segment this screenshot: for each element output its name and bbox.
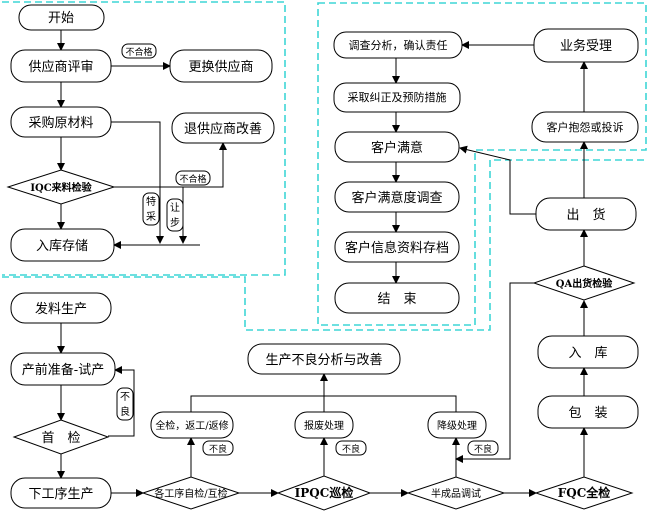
node-self-check: 各工序自检/互检 bbox=[141, 476, 241, 510]
svg-text:良: 良 bbox=[120, 405, 130, 418]
node-complaint: 客户抱怨或投诉 bbox=[531, 111, 639, 143]
node-qa: QA出货检验 bbox=[532, 265, 636, 301]
svg-text:退供应商改善: 退供应商改善 bbox=[184, 121, 262, 137]
svg-text:采: 采 bbox=[146, 211, 156, 223]
node-material-issue: 发料生产 bbox=[10, 292, 112, 324]
node-survey: 客户满意度调查 bbox=[334, 181, 460, 213]
node-defect-analysis: 生产不良分析与改善 bbox=[247, 343, 401, 375]
svg-text:出 货: 出 货 bbox=[566, 207, 605, 223]
node-iqc: IQC来料检验 bbox=[6, 169, 116, 205]
svg-text:客户抱怨或投诉: 客户抱怨或投诉 bbox=[547, 120, 624, 134]
label-special-accept: 特 采 bbox=[142, 192, 160, 226]
svg-text:全检，返工/返修: 全检，返工/返修 bbox=[155, 419, 228, 432]
svg-text:采取纠正及预防措施: 采取纠正及预防措施 bbox=[348, 90, 447, 104]
label-defect-self: 不良 bbox=[202, 440, 234, 456]
node-archive: 客户信息资料存档 bbox=[334, 231, 460, 263]
label-defect-semi: 不良 bbox=[467, 440, 499, 456]
svg-text:入 库: 入 库 bbox=[568, 345, 607, 361]
node-fqc: FQC全检 bbox=[534, 476, 634, 510]
edge-purchase-special bbox=[111, 121, 164, 244]
svg-text:各工序自检/互检: 各工序自检/互检 bbox=[154, 487, 227, 500]
svg-text:QA出货检验: QA出货检验 bbox=[556, 277, 613, 290]
node-scrap: 报废处理 bbox=[294, 411, 354, 439]
svg-text:不良: 不良 bbox=[342, 443, 360, 455]
node-semi-test: 半成品调试 bbox=[406, 476, 506, 510]
svg-text:步: 步 bbox=[170, 217, 180, 229]
svg-text:不合格: 不合格 bbox=[125, 46, 152, 58]
node-downgrade: 降级处理 bbox=[427, 411, 487, 439]
node-replace-supplier: 更换供应商 bbox=[169, 49, 273, 83]
svg-text:首 检: 首 检 bbox=[41, 431, 80, 446]
node-ipqc: IPQC巡检 bbox=[276, 475, 372, 511]
svg-text:发料生产: 发料生产 bbox=[35, 301, 87, 317]
svg-text:结 束: 结 束 bbox=[377, 292, 416, 307]
node-warehouse-in: 入库存储 bbox=[10, 228, 115, 262]
edge-qa-return bbox=[455, 282, 534, 463]
svg-text:下工序生产: 下工序生产 bbox=[28, 487, 93, 502]
node-packing: 包 装 bbox=[537, 395, 639, 429]
svg-text:客户信息资料存档: 客户信息资料存档 bbox=[345, 240, 449, 256]
svg-text:包 装: 包 装 bbox=[568, 406, 607, 421]
label-allow: 让 步 bbox=[166, 198, 184, 232]
svg-text:采购原材料: 采购原材料 bbox=[28, 115, 93, 131]
node-end: 结 束 bbox=[334, 282, 460, 314]
node-start: 开始 bbox=[18, 4, 105, 31]
node-purchase: 采购原材料 bbox=[10, 106, 112, 138]
node-satisfied: 客户满意 bbox=[334, 131, 460, 163]
svg-text:开始: 开始 bbox=[48, 11, 74, 26]
svg-text:IQC来料检验: IQC来料检验 bbox=[30, 181, 92, 194]
edge-iqc-return bbox=[183, 142, 227, 188]
svg-text:更换供应商: 更换供应商 bbox=[188, 59, 253, 75]
label-unqualified-review: 不合格 bbox=[121, 43, 157, 59]
svg-text:IPQC巡检: IPQC巡检 bbox=[295, 485, 354, 500]
label-defect-first: 不 良 bbox=[116, 387, 134, 421]
svg-text:产前准备-试产: 产前准备-试产 bbox=[22, 362, 104, 378]
node-return-supplier: 退供应商改善 bbox=[171, 112, 275, 144]
svg-text:不良: 不良 bbox=[209, 443, 227, 455]
supplier-region bbox=[2, 1, 286, 276]
svg-text:客户满意: 客户满意 bbox=[371, 140, 423, 156]
svg-text:不: 不 bbox=[120, 392, 130, 403]
svg-text:调查分析，确认责任: 调查分析，确认责任 bbox=[349, 38, 448, 52]
node-shipping: 出 货 bbox=[535, 197, 637, 231]
edge-first-defect bbox=[108, 366, 135, 437]
node-stock-in: 入 库 bbox=[537, 335, 639, 369]
svg-text:降级处理: 降级处理 bbox=[437, 419, 477, 432]
svg-text:业务受理: 业务受理 bbox=[560, 38, 612, 54]
svg-text:让: 让 bbox=[170, 202, 180, 214]
svg-text:供应商评审: 供应商评审 bbox=[28, 59, 93, 75]
label-unqualified-iqc: 不合格 bbox=[175, 170, 211, 186]
node-rework: 全检，返工/返修 bbox=[150, 411, 234, 439]
node-corrective: 采取纠正及预防措施 bbox=[333, 82, 461, 113]
svg-text:半成品调试: 半成品调试 bbox=[431, 487, 481, 500]
svg-text:客户满意度调查: 客户满意度调查 bbox=[351, 190, 442, 206]
svg-text:入库存储: 入库存储 bbox=[36, 238, 88, 254]
svg-text:生产不良分析与改善: 生产不良分析与改善 bbox=[265, 352, 382, 368]
svg-text:特: 特 bbox=[146, 196, 156, 208]
label-defect-ipqc: 不良 bbox=[335, 440, 367, 456]
node-supplier-review: 供应商评审 bbox=[10, 49, 112, 83]
node-pre-production: 产前准备-试产 bbox=[10, 352, 116, 386]
svg-text:不合格: 不合格 bbox=[179, 173, 206, 185]
node-investigate: 调查分析，确认责任 bbox=[333, 31, 463, 59]
edge-ship-satisfied bbox=[459, 145, 536, 215]
node-business: 业务受理 bbox=[533, 28, 639, 63]
svg-text:不良: 不良 bbox=[474, 443, 492, 455]
node-first-inspection: 首 检 bbox=[12, 419, 110, 455]
production-region bbox=[2, 159, 646, 331]
svg-text:报废处理: 报废处理 bbox=[304, 419, 344, 432]
node-next-process: 下工序生产 bbox=[10, 477, 112, 509]
svg-text:FQC全检: FQC全检 bbox=[558, 485, 611, 500]
